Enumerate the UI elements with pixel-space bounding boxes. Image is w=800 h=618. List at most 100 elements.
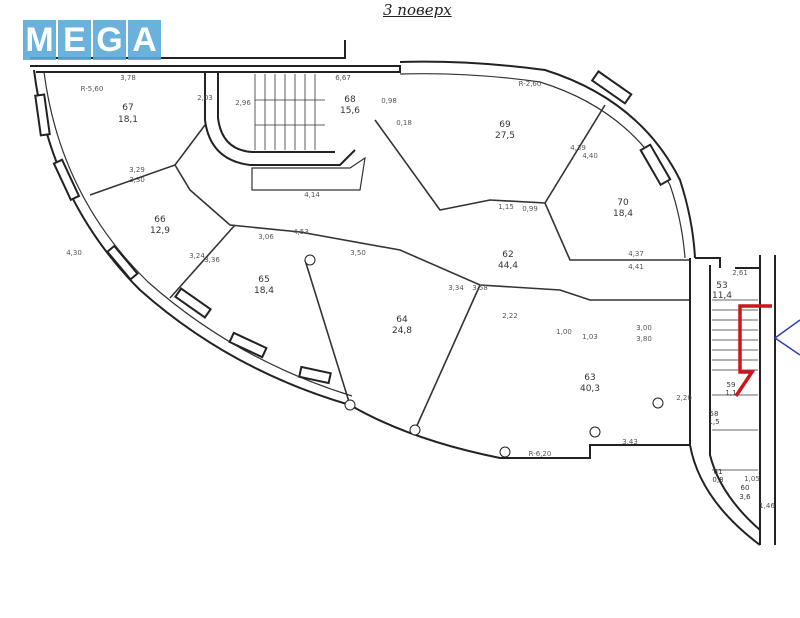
logo: M E G A	[23, 20, 161, 60]
column	[409, 424, 421, 436]
stair-core-wall	[204, 72, 356, 166]
logo-letter: E	[58, 20, 91, 60]
svg-text:60: 60	[741, 484, 750, 492]
svg-text:0,99: 0,99	[522, 205, 538, 213]
staircase	[254, 74, 325, 150]
svg-text:3,30: 3,30	[129, 176, 145, 184]
svg-text:4,53: 4,53	[293, 228, 309, 236]
svg-text:4,41: 4,41	[628, 263, 644, 271]
window	[52, 158, 81, 202]
svg-text:3,06: 3,06	[258, 233, 274, 241]
window	[590, 70, 633, 105]
svg-text:3,80: 3,80	[636, 335, 652, 343]
outer-wall-west-curve	[33, 69, 351, 406]
south-wall	[349, 404, 690, 459]
window	[105, 244, 139, 281]
window	[298, 365, 332, 385]
window	[639, 143, 672, 187]
svg-text:2,22: 2,22	[502, 312, 518, 320]
svg-text:R-6,20: R-6,20	[529, 450, 552, 458]
svg-text:63: 63	[584, 373, 595, 383]
window	[228, 331, 268, 359]
svg-text:4,14: 4,14	[304, 191, 320, 199]
ventilation-shaft	[251, 156, 366, 191]
svg-text:18,4: 18,4	[254, 286, 274, 296]
svg-text:3,34: 3,34	[448, 284, 464, 292]
svg-text:67: 67	[122, 103, 133, 113]
svg-text:3,24: 3,24	[189, 252, 205, 260]
svg-text:1,00: 1,00	[556, 328, 572, 336]
svg-text:61: 61	[714, 468, 723, 476]
svg-text:69: 69	[499, 120, 511, 130]
dimension-labels: 3,78 6,67 2,03 2,96 0,98 0,18 4,14 3,29 …	[66, 74, 775, 510]
svg-text:66: 66	[154, 215, 166, 225]
svg-text:3,29: 3,29	[129, 166, 145, 174]
svg-text:1,15: 1,15	[498, 203, 514, 211]
svg-text:53: 53	[716, 281, 727, 291]
svg-text:62: 62	[502, 250, 513, 260]
svg-text:0,8: 0,8	[712, 476, 723, 484]
logo-letter: G	[93, 20, 126, 60]
svg-text:1,1: 1,1	[725, 389, 736, 397]
svg-text:2,20: 2,20	[676, 394, 692, 402]
svg-text:4,39: 4,39	[570, 144, 586, 152]
svg-text:70: 70	[617, 198, 629, 208]
svg-text:27,5: 27,5	[495, 131, 515, 141]
route-marker	[734, 304, 772, 397]
svg-text:3,36: 3,36	[204, 256, 220, 264]
svg-text:R-2,60: R-2,60	[519, 80, 542, 88]
logo-letter: A	[128, 20, 161, 60]
svg-text:2,61: 2,61	[732, 269, 748, 277]
svg-text:65: 65	[258, 275, 269, 285]
window	[34, 93, 51, 137]
svg-text:4,40: 4,40	[582, 152, 598, 160]
svg-text:3,43: 3,43	[622, 438, 638, 446]
logo-letter: M	[23, 20, 56, 60]
svg-text:11,4: 11,4	[712, 291, 732, 301]
svg-text:18,4: 18,4	[613, 209, 633, 219]
svg-text:18,1: 18,1	[118, 115, 138, 125]
svg-text:3,50: 3,50	[350, 249, 366, 257]
room-label-67: 67 18,1	[118, 103, 138, 125]
svg-text:15,6: 15,6	[340, 106, 360, 116]
svg-text:24,8: 24,8	[392, 326, 412, 336]
outer-wall-north-curve-inner	[399, 73, 686, 259]
column	[589, 426, 601, 438]
column	[304, 254, 316, 266]
svg-text:3,00: 3,00	[636, 324, 652, 332]
svg-text:64: 64	[396, 315, 408, 325]
window	[173, 287, 213, 319]
room-label-60: 603,6	[739, 484, 751, 501]
outer-wall-west-curve-inner	[43, 71, 353, 397]
svg-text:1,46: 1,46	[759, 502, 775, 510]
svg-text:6,67: 6,67	[335, 74, 351, 82]
svg-text:2,03: 2,03	[197, 94, 213, 102]
svg-text:44,4: 44,4	[498, 261, 518, 271]
svg-text:4,37: 4,37	[628, 250, 644, 258]
svg-text:2,96: 2,96	[235, 99, 251, 107]
room-label-61: 610,8	[712, 468, 723, 484]
svg-text:0,18: 0,18	[396, 119, 412, 127]
svg-text:12,9: 12,9	[150, 226, 170, 236]
svg-text:0,98: 0,98	[381, 97, 397, 105]
outer-wall-north-curve	[399, 60, 696, 259]
svg-text:3,78: 3,78	[120, 74, 136, 82]
svg-text:59: 59	[727, 381, 736, 389]
column	[499, 446, 511, 458]
svg-text:4,30: 4,30	[66, 249, 82, 257]
svg-text:3,58: 3,58	[472, 284, 488, 292]
svg-text:1,05: 1,05	[744, 475, 760, 483]
svg-text:3,6: 3,6	[739, 493, 751, 501]
east-core-walls	[689, 255, 776, 546]
svg-text:58: 58	[710, 410, 719, 418]
column	[652, 397, 664, 409]
svg-text:1,5: 1,5	[708, 418, 719, 426]
